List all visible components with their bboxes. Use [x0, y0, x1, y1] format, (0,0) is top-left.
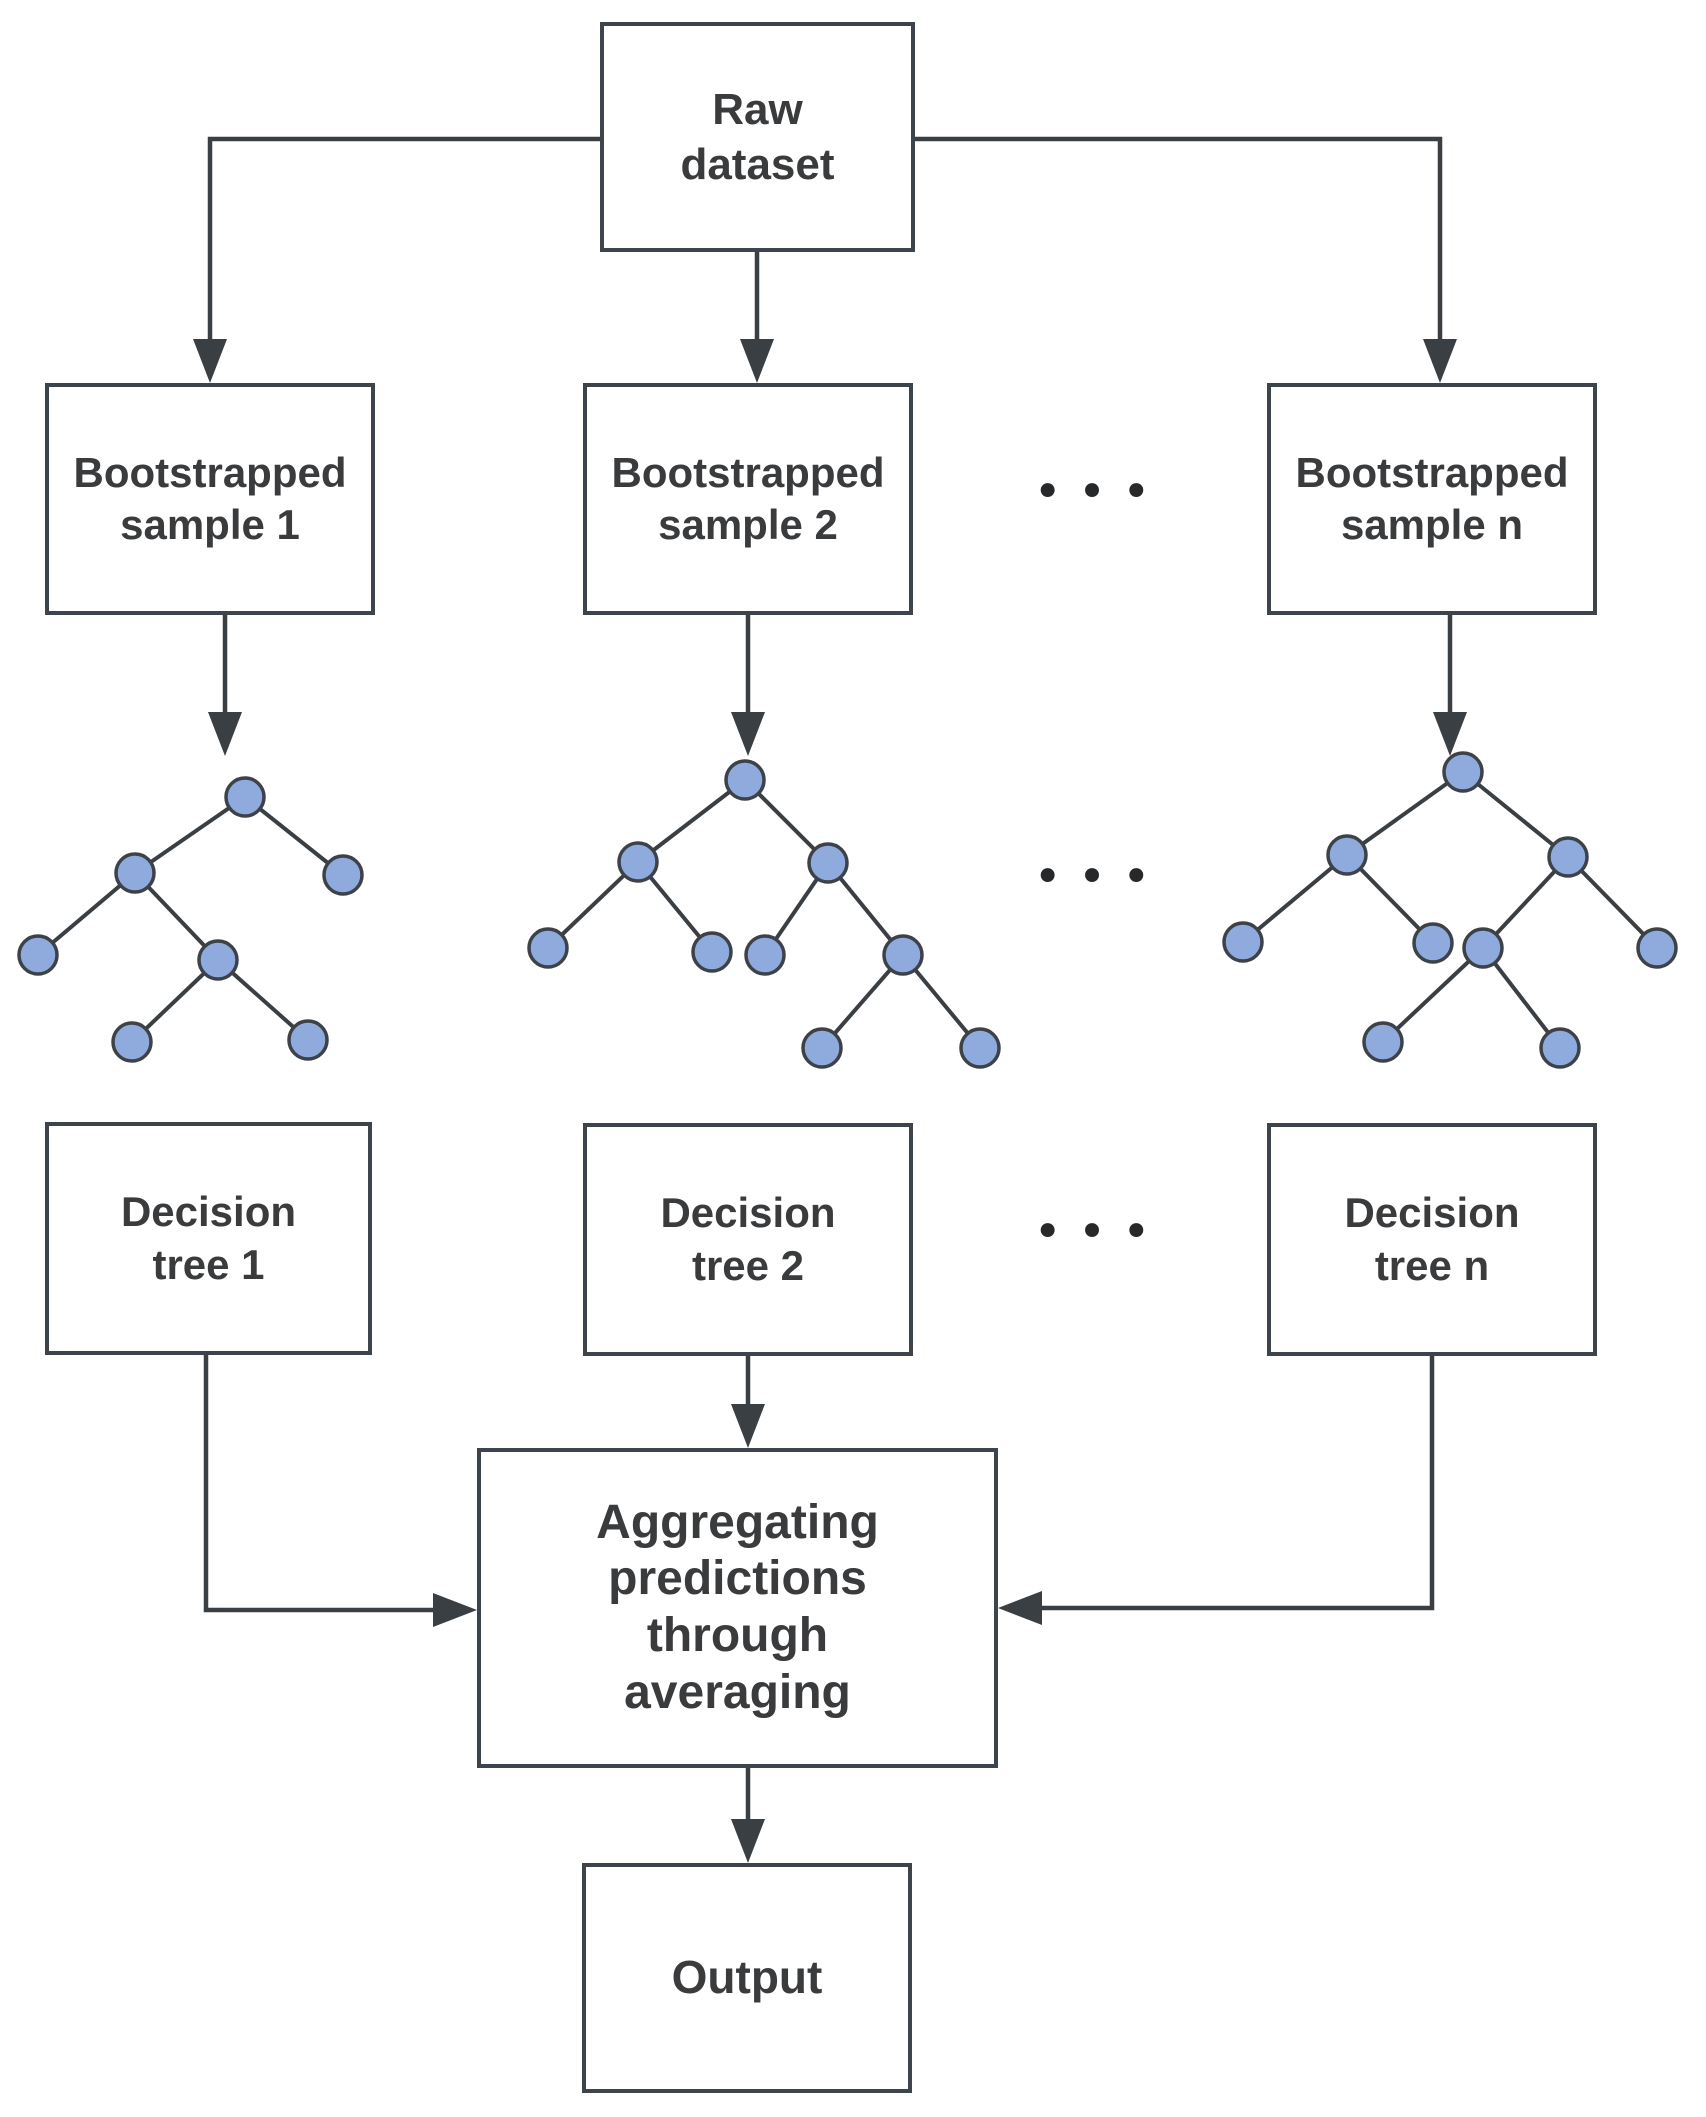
raw-dataset-label-line2: dataset — [680, 140, 835, 189]
ellipsis-dots-tree-row: ••• — [1033, 849, 1167, 905]
connector-sample2-to-tree2 — [731, 615, 765, 756]
decision-tree-2-box: Decision tree 2 — [583, 1123, 913, 1356]
connector-aggregate-to-output — [731, 1768, 765, 1863]
bootstrapped-sample-2-label-line2: sample 2 — [658, 501, 838, 548]
connector-dtree1-to-aggregate — [203, 1355, 477, 1627]
aggregating-label-line3: through — [646, 1609, 829, 1662]
arrow-down-icon — [193, 339, 227, 383]
aggregating-label-line2: predictions — [608, 1552, 867, 1606]
bootstrapped-sample-n-label-line2: sample n — [1340, 501, 1524, 548]
connector-sample1-to-tree1 — [208, 615, 242, 756]
aggregating-label-line4: averaging — [624, 1665, 851, 1719]
arrow-down-icon — [731, 1819, 765, 1863]
aggregating-predictions-box: Aggregating predictions through averagin… — [477, 1448, 998, 1768]
arrow-down-icon — [1423, 339, 1457, 383]
decision-tree-n-box: Decision tree n — [1267, 1123, 1597, 1356]
arrow-down-icon — [731, 1404, 765, 1448]
decision-tree-n-label-line1: Decision — [1344, 1189, 1520, 1236]
ellipsis-dots-decision-row: ••• — [1033, 1204, 1167, 1260]
decision-tree-n-label-line2: tree n — [1374, 1241, 1490, 1289]
bootstrapped-sample-1-label-line1: Bootstrapped — [73, 448, 347, 496]
raw-dataset-box: Raw dataset — [600, 22, 915, 252]
arrow-down-icon — [208, 712, 242, 756]
decision-tree-glyph-n — [1222, 751, 1678, 1069]
connector-dtree-n-to-aggregate — [998, 1356, 1435, 1625]
connector-dtree2-to-aggregate — [731, 1356, 765, 1448]
bootstrapped-sample-n-box: Bootstrapped sample n — [1267, 383, 1597, 615]
raw-dataset-label-line1: Raw — [712, 85, 803, 134]
decision-tree-2-label-line1: Decision — [660, 1189, 836, 1236]
arrow-right-icon — [433, 1593, 477, 1627]
arrow-down-icon — [731, 712, 765, 756]
bootstrapped-sample-2-box: Bootstrapped sample 2 — [583, 383, 913, 615]
bootstrapped-sample-1-box: Bootstrapped sample 1 — [45, 383, 375, 615]
connector-raw-to-sample-n — [912, 136, 1457, 383]
bootstrapped-sample-n-label-line1: Bootstrapped — [1295, 448, 1569, 496]
connector-sample-n-to-tree-n — [1433, 615, 1467, 756]
bootstrapped-sample-1-label-line2: sample 1 — [120, 501, 300, 548]
output-label: Output — [671, 1951, 823, 2004]
arrow-down-icon — [740, 339, 774, 383]
decision-tree-2-label-line2: tree 2 — [691, 1241, 805, 1289]
aggregating-label-line1: Aggregating — [596, 1495, 879, 1549]
arrow-left-icon — [998, 1591, 1042, 1625]
decision-tree-1-box: Decision tree 1 — [45, 1122, 372, 1355]
connector-raw-to-sample1 — [193, 136, 603, 383]
output-box: Output — [582, 1863, 912, 2093]
arrow-down-icon — [1433, 712, 1467, 756]
decision-tree-1-label-line1: Decision — [120, 1188, 297, 1235]
ellipsis-dots-sample-row: ••• — [1033, 464, 1167, 520]
decision-tree-1-label-line2: tree 1 — [152, 1240, 265, 1288]
decision-tree-glyph-1 — [17, 776, 364, 1063]
bootstrapped-sample-2-label-line1: Bootstrapped — [611, 448, 885, 496]
decision-tree-glyph-2 — [527, 759, 1001, 1069]
connector-raw-to-sample2 — [740, 252, 774, 383]
